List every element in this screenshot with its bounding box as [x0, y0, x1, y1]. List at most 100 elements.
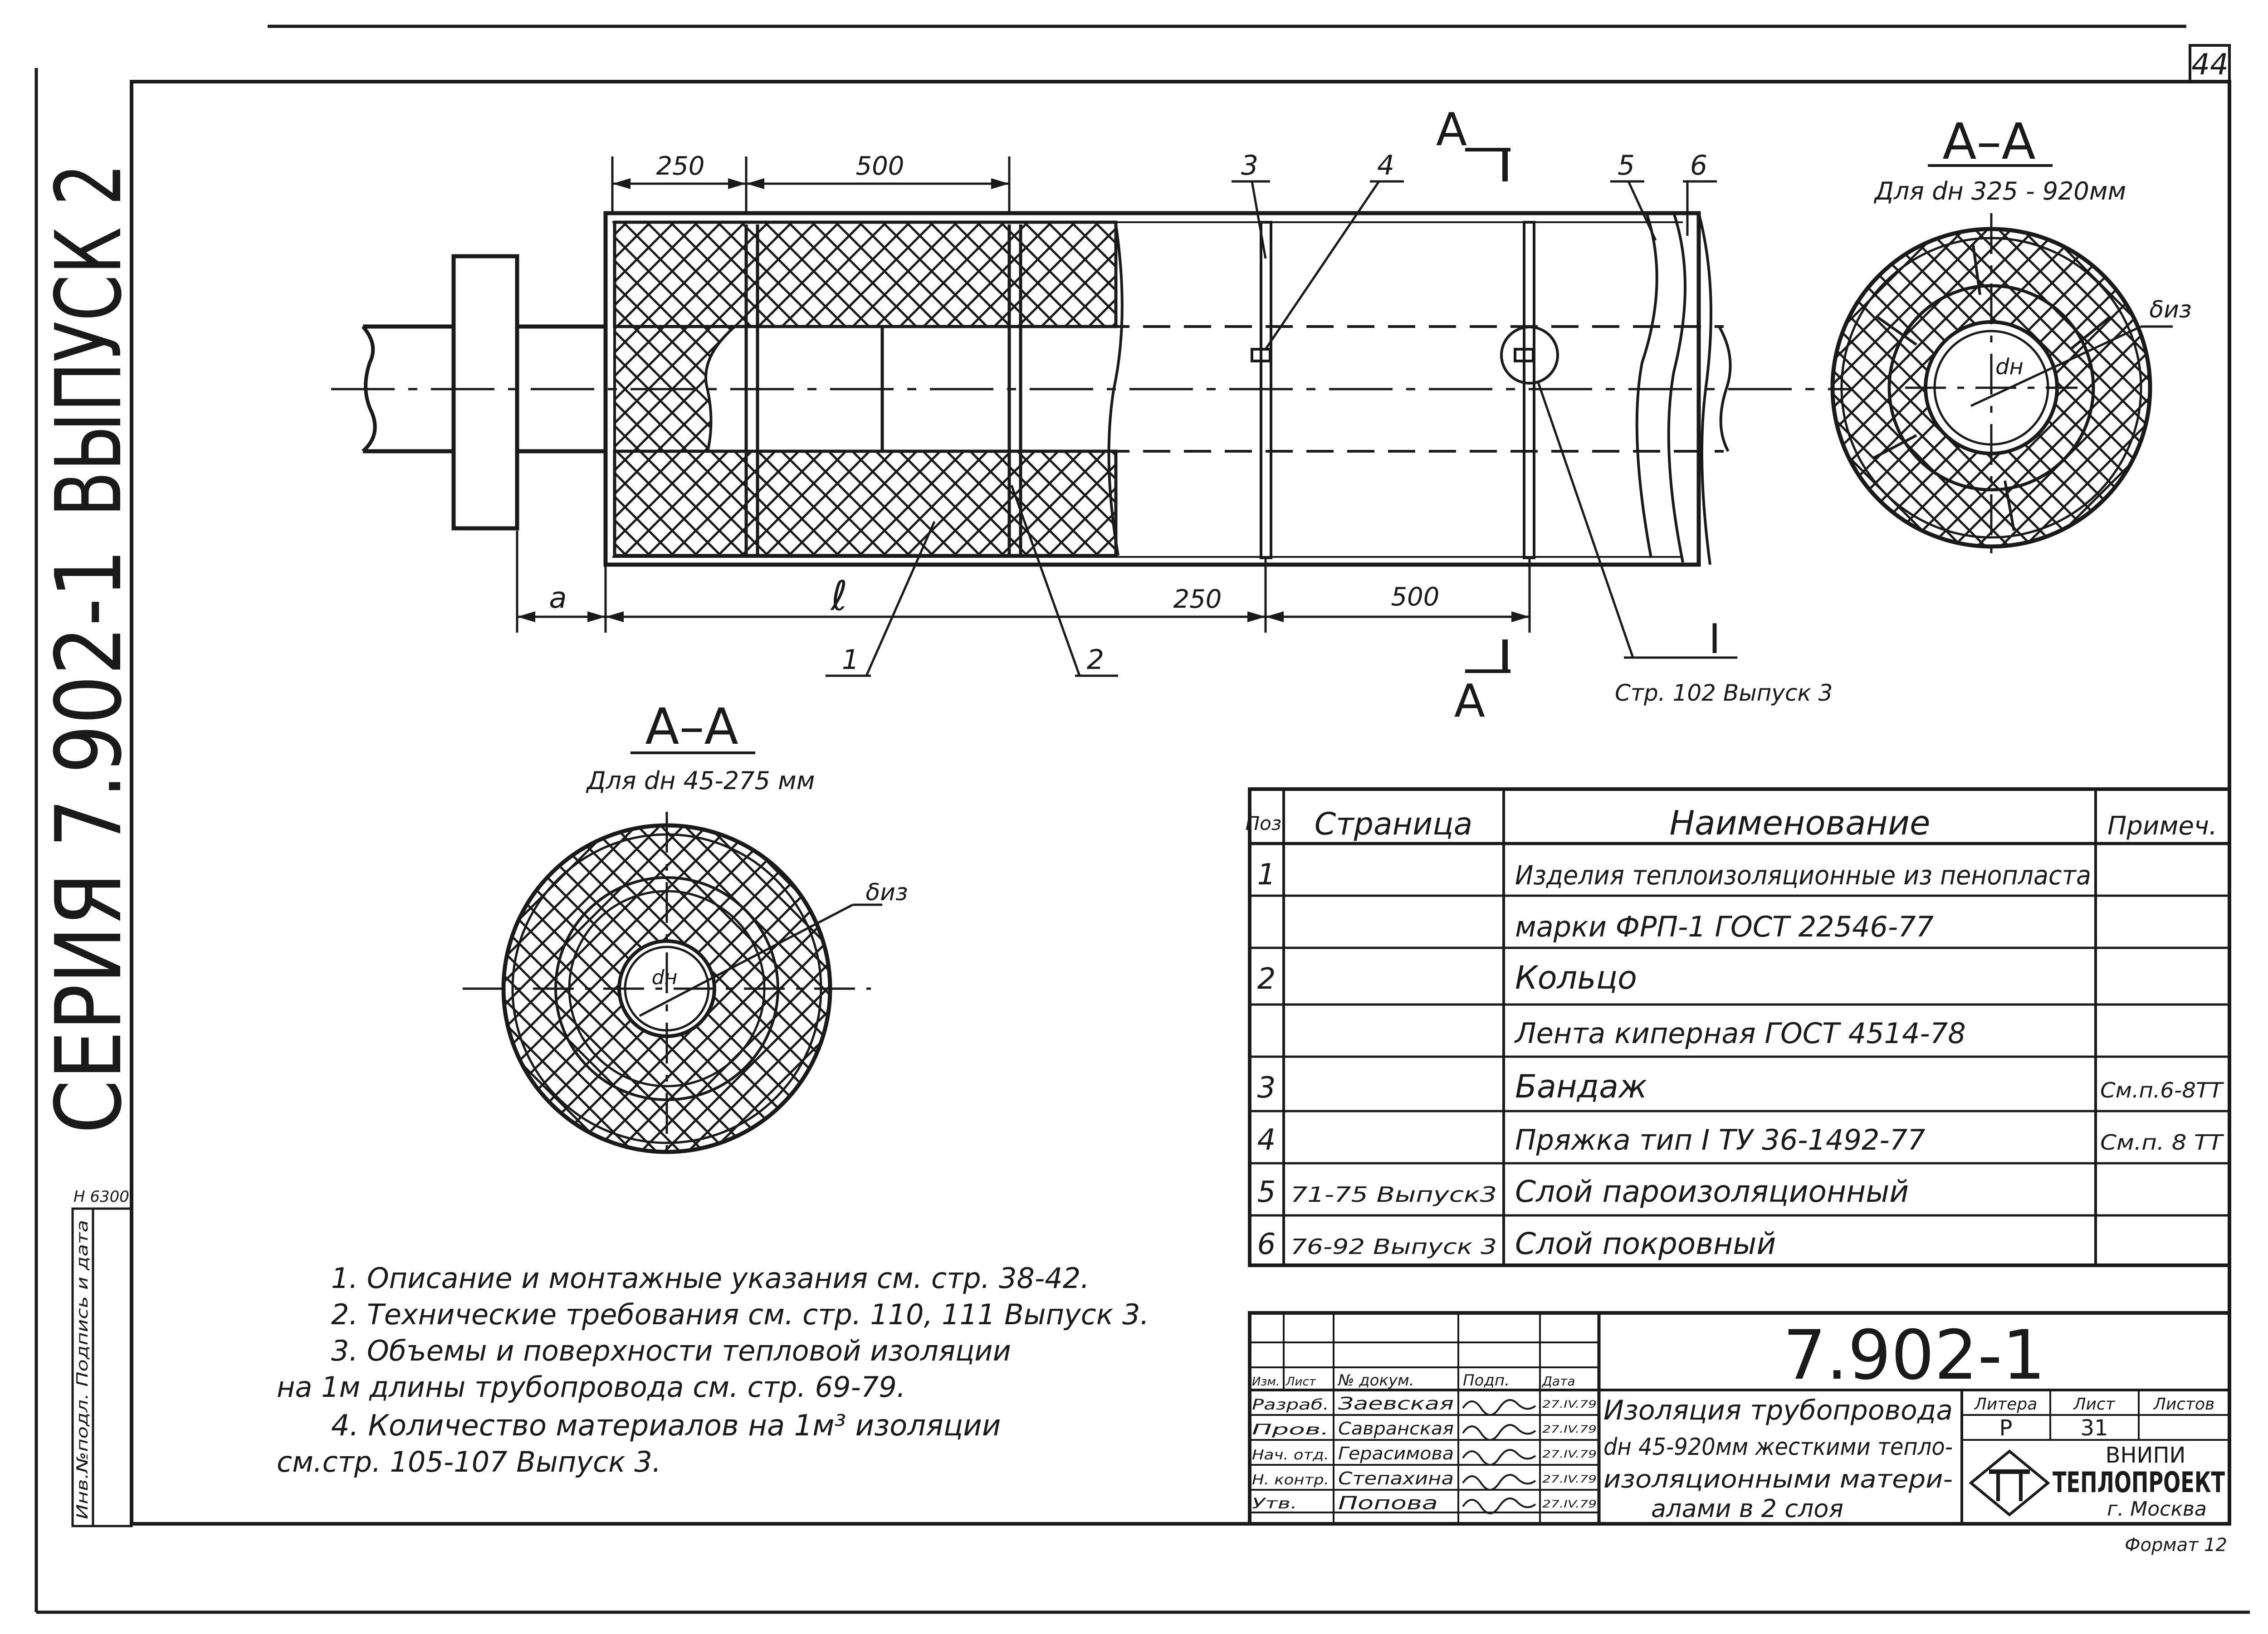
note-line: см.стр. 105-107 Выпуск 3. [277, 1445, 661, 1478]
buckle-left [1251, 348, 1271, 362]
detail-label: I [1709, 615, 1721, 663]
issue-title: ВЫПУСК 2 [36, 163, 142, 517]
dim-l: ℓ [830, 572, 847, 620]
tb-sheets-header: Листов [2153, 1395, 2214, 1414]
main-dimensions [516, 156, 1531, 633]
tb-col-header: Подп. [1463, 1371, 1510, 1390]
section-large-delta: δиз [2149, 296, 2191, 323]
general-notes: 1. Описание и монтажные указания см. стр… [277, 1262, 1149, 1478]
section-large-title: А–А [1942, 112, 2036, 171]
spec-row-name: Изделия теплоизоляционные из пенопласта [1515, 860, 2091, 891]
tb-role: Нач. отд. [1252, 1447, 1329, 1463]
section-mark-bottom: А [1454, 674, 1485, 727]
callout-3: 3 [1241, 150, 1258, 181]
page-number: 44 [2191, 48, 2228, 82]
tb-stage-header: Литера [1974, 1395, 2038, 1414]
signatures [1462, 1399, 1536, 1514]
title-block [1248, 1311, 2231, 1526]
note-line: на 1м длины трубопровода см. стр. 69-79. [277, 1371, 905, 1404]
tb-sheet-header: Лист [2072, 1395, 2115, 1414]
note-line: 2. Технические требования см. стр. 110, … [331, 1298, 1149, 1331]
spec-row-pos: 4 [1257, 1123, 1276, 1157]
section-large-dn: dн [1995, 354, 2024, 380]
side-label: Инв.№подл. Подпись и дата [73, 1220, 92, 1519]
spec-row-name: Слой пароизоляционный [1515, 1174, 1909, 1209]
tb-title: Изоляция трубопровода dн 45-920мм жестки… [1603, 1395, 1953, 1523]
tb-col-header: Дата [1541, 1374, 1575, 1389]
insulation-top [613, 220, 1118, 328]
flange [451, 254, 519, 531]
spec-row-page: 71-75 Выпуск3 [1290, 1182, 1497, 1207]
callout-4: 4 [1377, 150, 1394, 181]
tb-role: Н. контр. [1252, 1472, 1329, 1488]
spec-header-name: Наименование [1669, 804, 1930, 843]
spec-header-page: Страница [1315, 806, 1473, 842]
detail-reference: Стр. 102 Выпуск 3 [1615, 680, 1833, 706]
side-stamp: Инв.№подл. Подпись и дата [71, 1207, 133, 1527]
insulation-bottom [613, 449, 1118, 557]
callout-1: 1 [842, 644, 859, 676]
spec-header-pos: Поз. [1246, 812, 1288, 834]
section-small-view [463, 812, 882, 1161]
spec-row-pos: 2 [1257, 962, 1276, 996]
section-small-dn: dн [652, 966, 678, 989]
org-logo [1969, 1449, 2050, 1517]
tb-title-line: изоляционными матери- [1603, 1465, 1953, 1493]
spec-row-name: Кольцо [1515, 959, 1637, 996]
spec-row-name: марки ФРП-1 ГОСТ 22546-77 [1515, 910, 1934, 943]
section-small-subtitle: Для dн 45-275 мм [586, 766, 815, 795]
tb-name: Степахина [1338, 1468, 1454, 1488]
dim-a: a [549, 581, 567, 615]
outer-cover-layer [603, 211, 1701, 567]
org-city: г. Москва [2107, 1497, 2207, 1521]
spec-row-pos: 5 [1257, 1176, 1276, 1209]
tb-date: 27.IV.79 [1542, 1424, 1597, 1435]
tb-col-header: Лист [1286, 1375, 1316, 1389]
side-code: Н 6300 [73, 1188, 129, 1206]
tb-title-line: dн 45-920мм жесткими тепло- [1603, 1434, 1953, 1461]
spec-row-name: Слой покровный [1515, 1226, 1776, 1261]
org-name-2: ТЕПЛОПРОЕКТ [2053, 1466, 2225, 1499]
tb-name: Заевская [1338, 1394, 1454, 1414]
section-mark-top: А [1436, 103, 1467, 156]
org-name-1: ВНИПИ [2106, 1443, 2186, 1468]
section-small-title: А–А [645, 697, 738, 756]
callout-5: 5 [1618, 150, 1635, 181]
note-line: 1. Описание и монтажные указания см. стр… [331, 1262, 1090, 1295]
detail-circle [1500, 326, 1559, 385]
dim-top-500: 500 [856, 151, 904, 181]
main-view [331, 211, 1851, 567]
section-markers [1465, 148, 1510, 673]
sheet-format: Формат 12 [2125, 1535, 2227, 1556]
callout-leaders [826, 180, 1737, 677]
tb-people: Разраб. Заевская 27.IV.79 Пров. Савранск… [1252, 1394, 1597, 1514]
spec-row-name: Пряжка тип I ТУ 36-1492-77 [1515, 1123, 1926, 1156]
drawing-code: 7.902-1 [1783, 1316, 2046, 1395]
tb-title-line: Изоляция трубопровода [1603, 1395, 1953, 1426]
tb-role: Пров. [1252, 1421, 1329, 1438]
spec-row-pos: 6 [1257, 1228, 1276, 1261]
tb-role: Утв. [1252, 1495, 1297, 1512]
spec-row-pos: 3 [1257, 1071, 1276, 1105]
spec-row-pos: 1 [1257, 858, 1276, 892]
tb-date: 27.IV.79 [1542, 1499, 1597, 1510]
callout-6: 6 [1690, 150, 1707, 181]
spec-row-name: Бандаж [1515, 1068, 1647, 1105]
spec-rows: 1 Изделия теплоизоляционные из пенопласт… [1257, 858, 2225, 1261]
series-title: СЕРИЯ 7.902-1 [36, 549, 142, 1134]
tb-name: Герасимова [1338, 1444, 1454, 1463]
note-line: 4. Количество материалов на 1м³ изоляции [331, 1409, 1001, 1443]
tb-date: 27.IV.79 [1542, 1474, 1597, 1485]
tb-role: Разраб. [1252, 1396, 1329, 1413]
tb-sheet-no: 31 [2080, 1415, 2108, 1441]
buckle-right [1514, 348, 1535, 362]
dim-top-250: 250 [656, 151, 705, 181]
tb-stage: Р [1999, 1415, 2013, 1441]
spec-header-note: Примеч. [2107, 811, 2217, 841]
section-small-delta: δиз [865, 879, 908, 906]
dim-bottom-500: 500 [1391, 582, 1440, 612]
section-large-subtitle: Для dн 325 - 920мм [1874, 177, 2126, 205]
tb-date: 27.IV.79 [1542, 1449, 1597, 1460]
tb-name: Попова [1338, 1493, 1438, 1514]
